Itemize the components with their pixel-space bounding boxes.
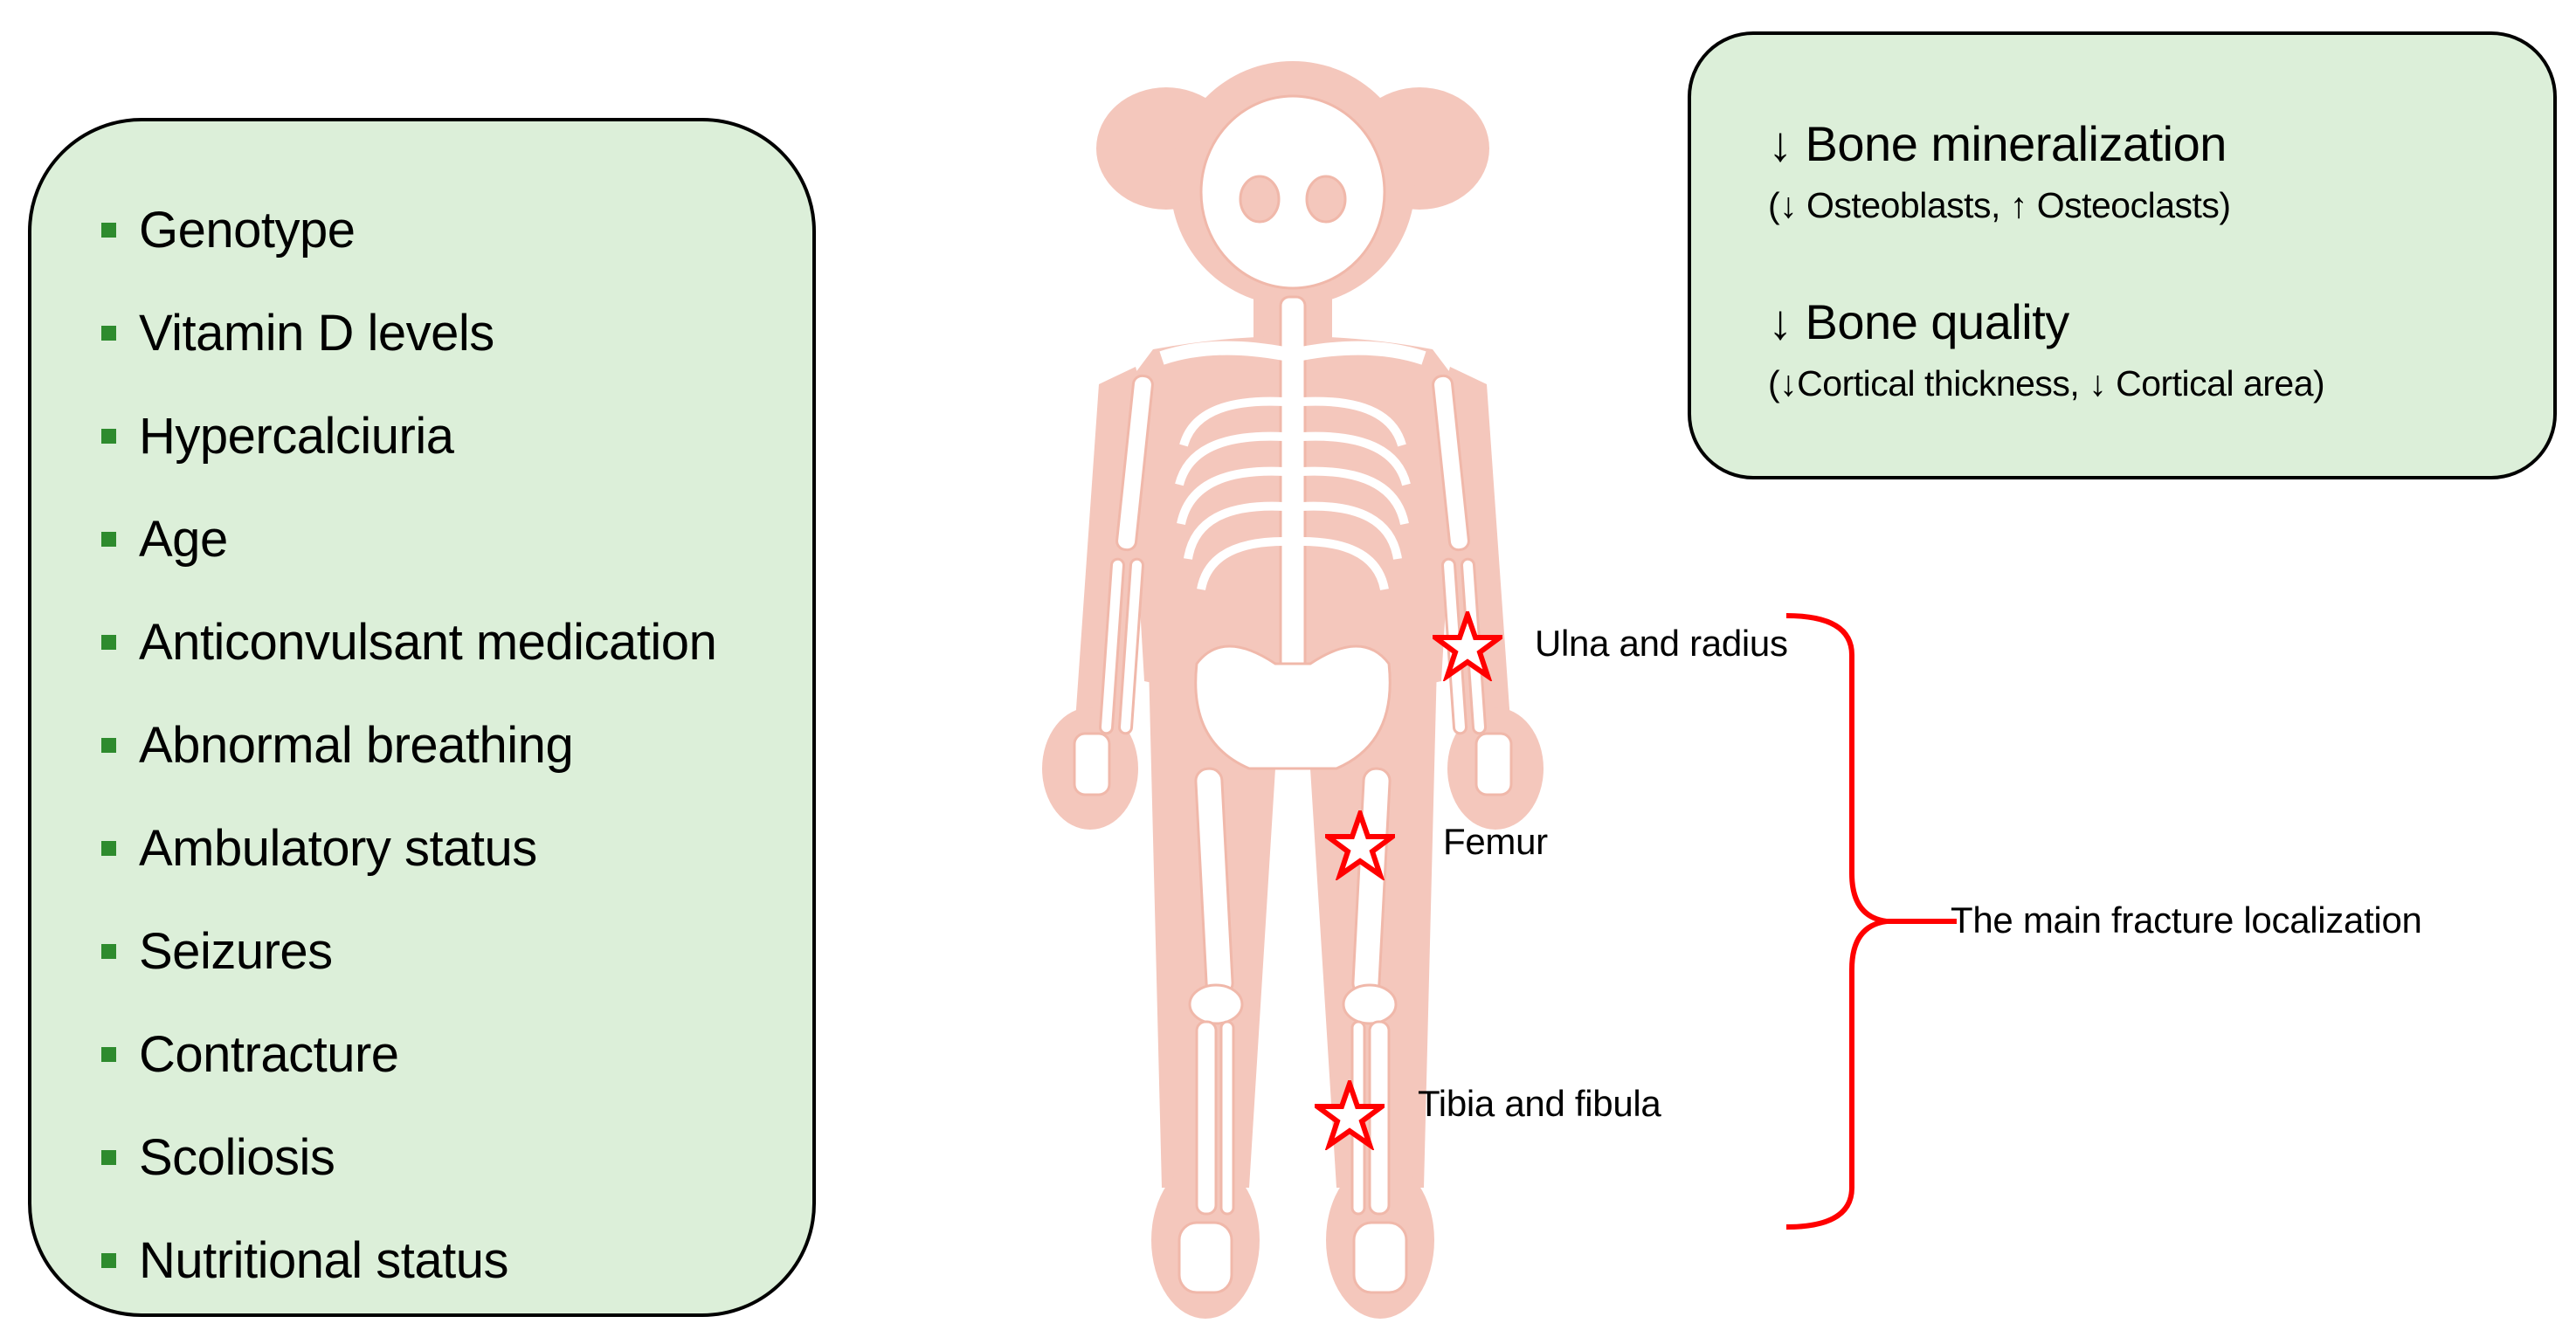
risk-factor-item: Age [101,487,716,590]
risk-factor-item: Scoliosis [101,1106,716,1209]
square-bullet-icon [101,222,116,238]
square-bullet-icon [101,1252,116,1268]
femur-label: Femur [1443,821,1548,862]
bone-quality-title: ↓ Bone quality [1768,294,2069,349]
bone-effects-panel: ↓ Bone mineralization (↓ Osteoblasts, ↑ … [1688,31,2557,479]
risk-factor-item: Genotype [101,178,716,281]
risk-factor-item: Abnormal breathing [101,693,716,796]
child-skeleton-illustration [1042,61,1544,1319]
main-fracture-localization-label: The main fracture localization [1951,899,2422,941]
risk-factor-item: Vitamin D levels [101,281,716,384]
fracture-star-icon [1433,611,1502,681]
risk-factor-item: Seizures [101,899,716,1003]
bone-quality-detail: (↓Cortical thickness, ↓ Cortical area) [1768,363,2325,403]
square-bullet-icon [101,943,116,959]
bones [1073,94,1513,1294]
square-bullet-icon [101,634,116,650]
square-bullet-icon [101,428,116,444]
ulna-radius-label: Ulna and radius [1535,623,1788,664]
risk-factor-item: Anticonvulsant medication [101,590,717,693]
square-bullet-icon [101,737,116,753]
bone-mineralization-detail: (↓ Osteoblasts, ↑ Osteoclasts) [1768,185,2231,225]
fracture-star-icon [1325,810,1395,880]
square-bullet-icon [101,1149,116,1165]
fracture-star-icon [1315,1080,1385,1150]
square-bullet-icon [101,531,116,547]
tibia-fibula-label: Tibia and fibula [1418,1083,1661,1124]
fracture-bracket [1785,613,1957,1230]
risk-factor-item: Nutritional status [101,1209,716,1312]
risk-factors-panel: Genotype Vitamin D levels Hypercalciuria… [28,118,816,1317]
square-bullet-icon [101,325,116,341]
square-bullet-icon [101,840,116,856]
risk-factor-item: Contracture [101,1003,716,1106]
bone-mineralization-title: ↓ Bone mineralization [1768,116,2227,171]
risk-factors-list: Genotype Vitamin D levels Hypercalciuria… [101,178,717,1312]
risk-factor-item: Ambulatory status [101,796,716,899]
risk-factor-item: Hypercalciuria [101,384,716,487]
square-bullet-icon [101,1046,116,1062]
